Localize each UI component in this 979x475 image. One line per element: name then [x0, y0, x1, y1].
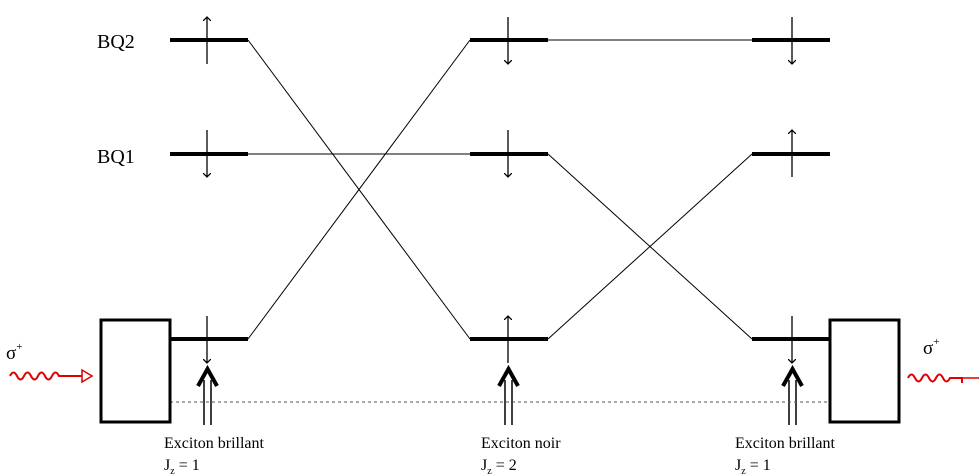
jz-label-right: Jz = 1	[735, 457, 771, 475]
hole-arrow-middle	[497, 364, 520, 425]
bq2-label: BQ2	[97, 31, 135, 53]
jz-label-left: Jz = 1	[164, 457, 200, 475]
energy-levels	[170, 38, 830, 341]
connection-ground-middle-to-bq1-right	[547, 153, 753, 340]
sigma-plus-label-right: σ+	[923, 336, 939, 359]
incoming-photon-icon	[9, 368, 94, 384]
state-label-right: Exciton brillant	[735, 435, 836, 452]
outgoing-photon-icon	[907, 373, 979, 383]
hole-arrow-left	[196, 364, 219, 425]
jz-label-middle: Jz = 2	[481, 457, 517, 475]
right-box	[828, 318, 901, 424]
left-box	[99, 318, 172, 424]
hole-arrow-right	[781, 364, 804, 425]
connection-ground-left-to-bq2-middle	[247, 39, 471, 340]
spin-arrows	[207, 17, 792, 363]
state-label-middle: Exciton noir	[481, 435, 561, 452]
connection-lines	[247, 39, 753, 340]
hole-arrows	[196, 364, 804, 425]
bq1-label: BQ1	[97, 146, 135, 168]
sigma-plus-label-left: σ+	[6, 341, 22, 364]
state-label-left: Exciton brillant	[164, 435, 265, 452]
